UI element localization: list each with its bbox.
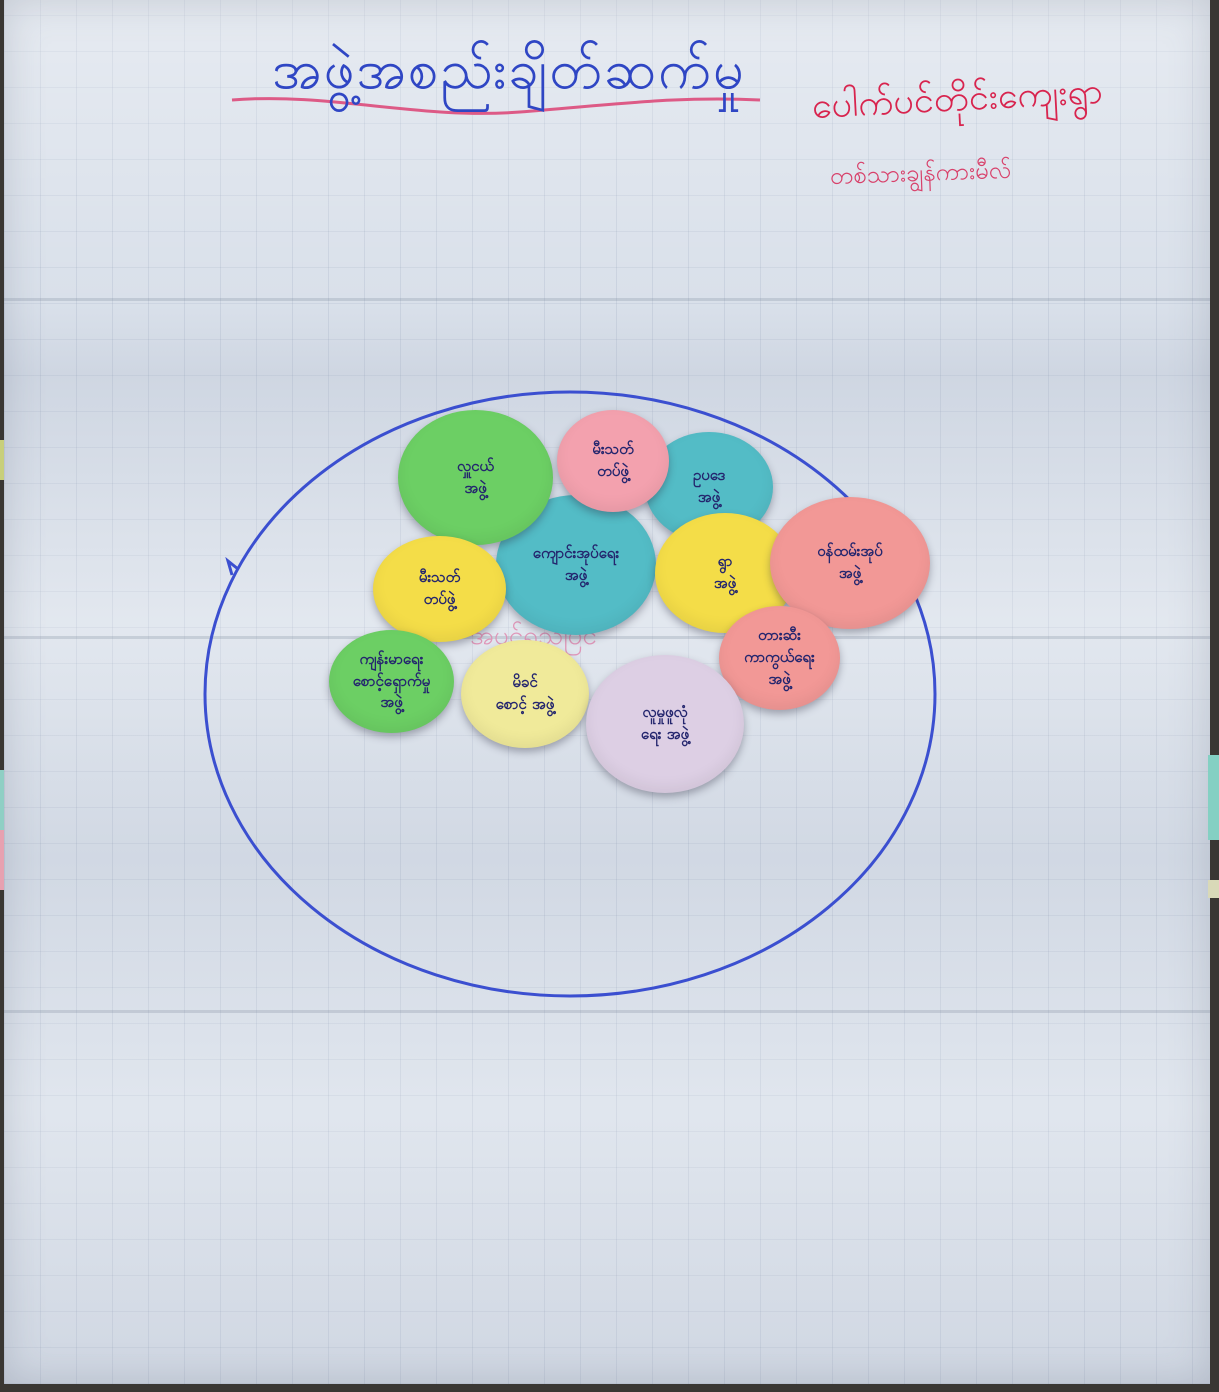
location-label: တစ်သားချွန်ကားမီလ် [829,155,1012,190]
paper-fold [4,1010,1210,1013]
sticky-note: မိခင် စောင့် အဖွဲ့ [461,640,589,748]
page-title: အဖွဲ့အစည်းချိတ်ဆက်မှု [272,38,746,101]
sticky-note: မီးသတ် တပ်ဖွဲ့ [373,536,506,642]
paper-fold [4,298,1210,301]
paper-edge-tab [1208,755,1219,840]
sticky-note: လှူငယ် အဖွဲ့ [398,410,553,545]
circle-arrow-mark [225,556,239,576]
note-text: ကျောင်းအုပ်ရေး အဖွဲ့ [532,544,620,584]
note-text: မီးသတ် တပ်ဖွဲ့ [592,440,634,480]
note-text: ကျန်းမာရေး စောင့်ရှောက်မှု အဖွဲ့ [352,649,431,712]
note-text: မီးသတ် တပ်ဖွဲ့ [418,568,461,608]
note-text: ဥပဒေ အဖွဲ့ [692,466,726,506]
paper-edge-tab [1208,880,1219,898]
sticky-note: ဝန်ထမ်းအုပ် အဖွဲ့ [770,497,930,629]
title-underline [231,97,761,115]
paper-edge-tab [0,770,6,830]
note-text: ဝန်ထမ်းအုပ် အဖွဲ့ [817,542,883,582]
sticky-note: ကျန်းမာရေး စောင့်ရှောက်မှု အဖွဲ့ [329,630,454,733]
note-text: လူမှုဖူလုံ ရေး အဖွဲ့ [640,703,690,743]
paper-fold [4,636,1210,639]
sticky-note: လူမှုဖူလုံ ရေး အဖွဲ့ [586,655,744,793]
organization-circle [203,390,937,998]
sticky-note: တားဆီး ကာကွယ်ရေး အဖွဲ့ [719,606,840,710]
paper-edge-tab [0,440,6,480]
note-text: လှူငယ် အဖွဲ့ [457,456,494,497]
note-text: တားဆီး ကာကွယ်ရေး အဖွဲ့ [744,626,815,688]
paper-edge-tab [0,830,6,890]
note-text: ရွာ အဖွဲ့ [713,552,737,592]
note-text: မိခင် စောင့် အဖွဲ့ [495,673,555,713]
sticky-note: မီးသတ် တပ်ဖွဲ့ [557,410,669,512]
